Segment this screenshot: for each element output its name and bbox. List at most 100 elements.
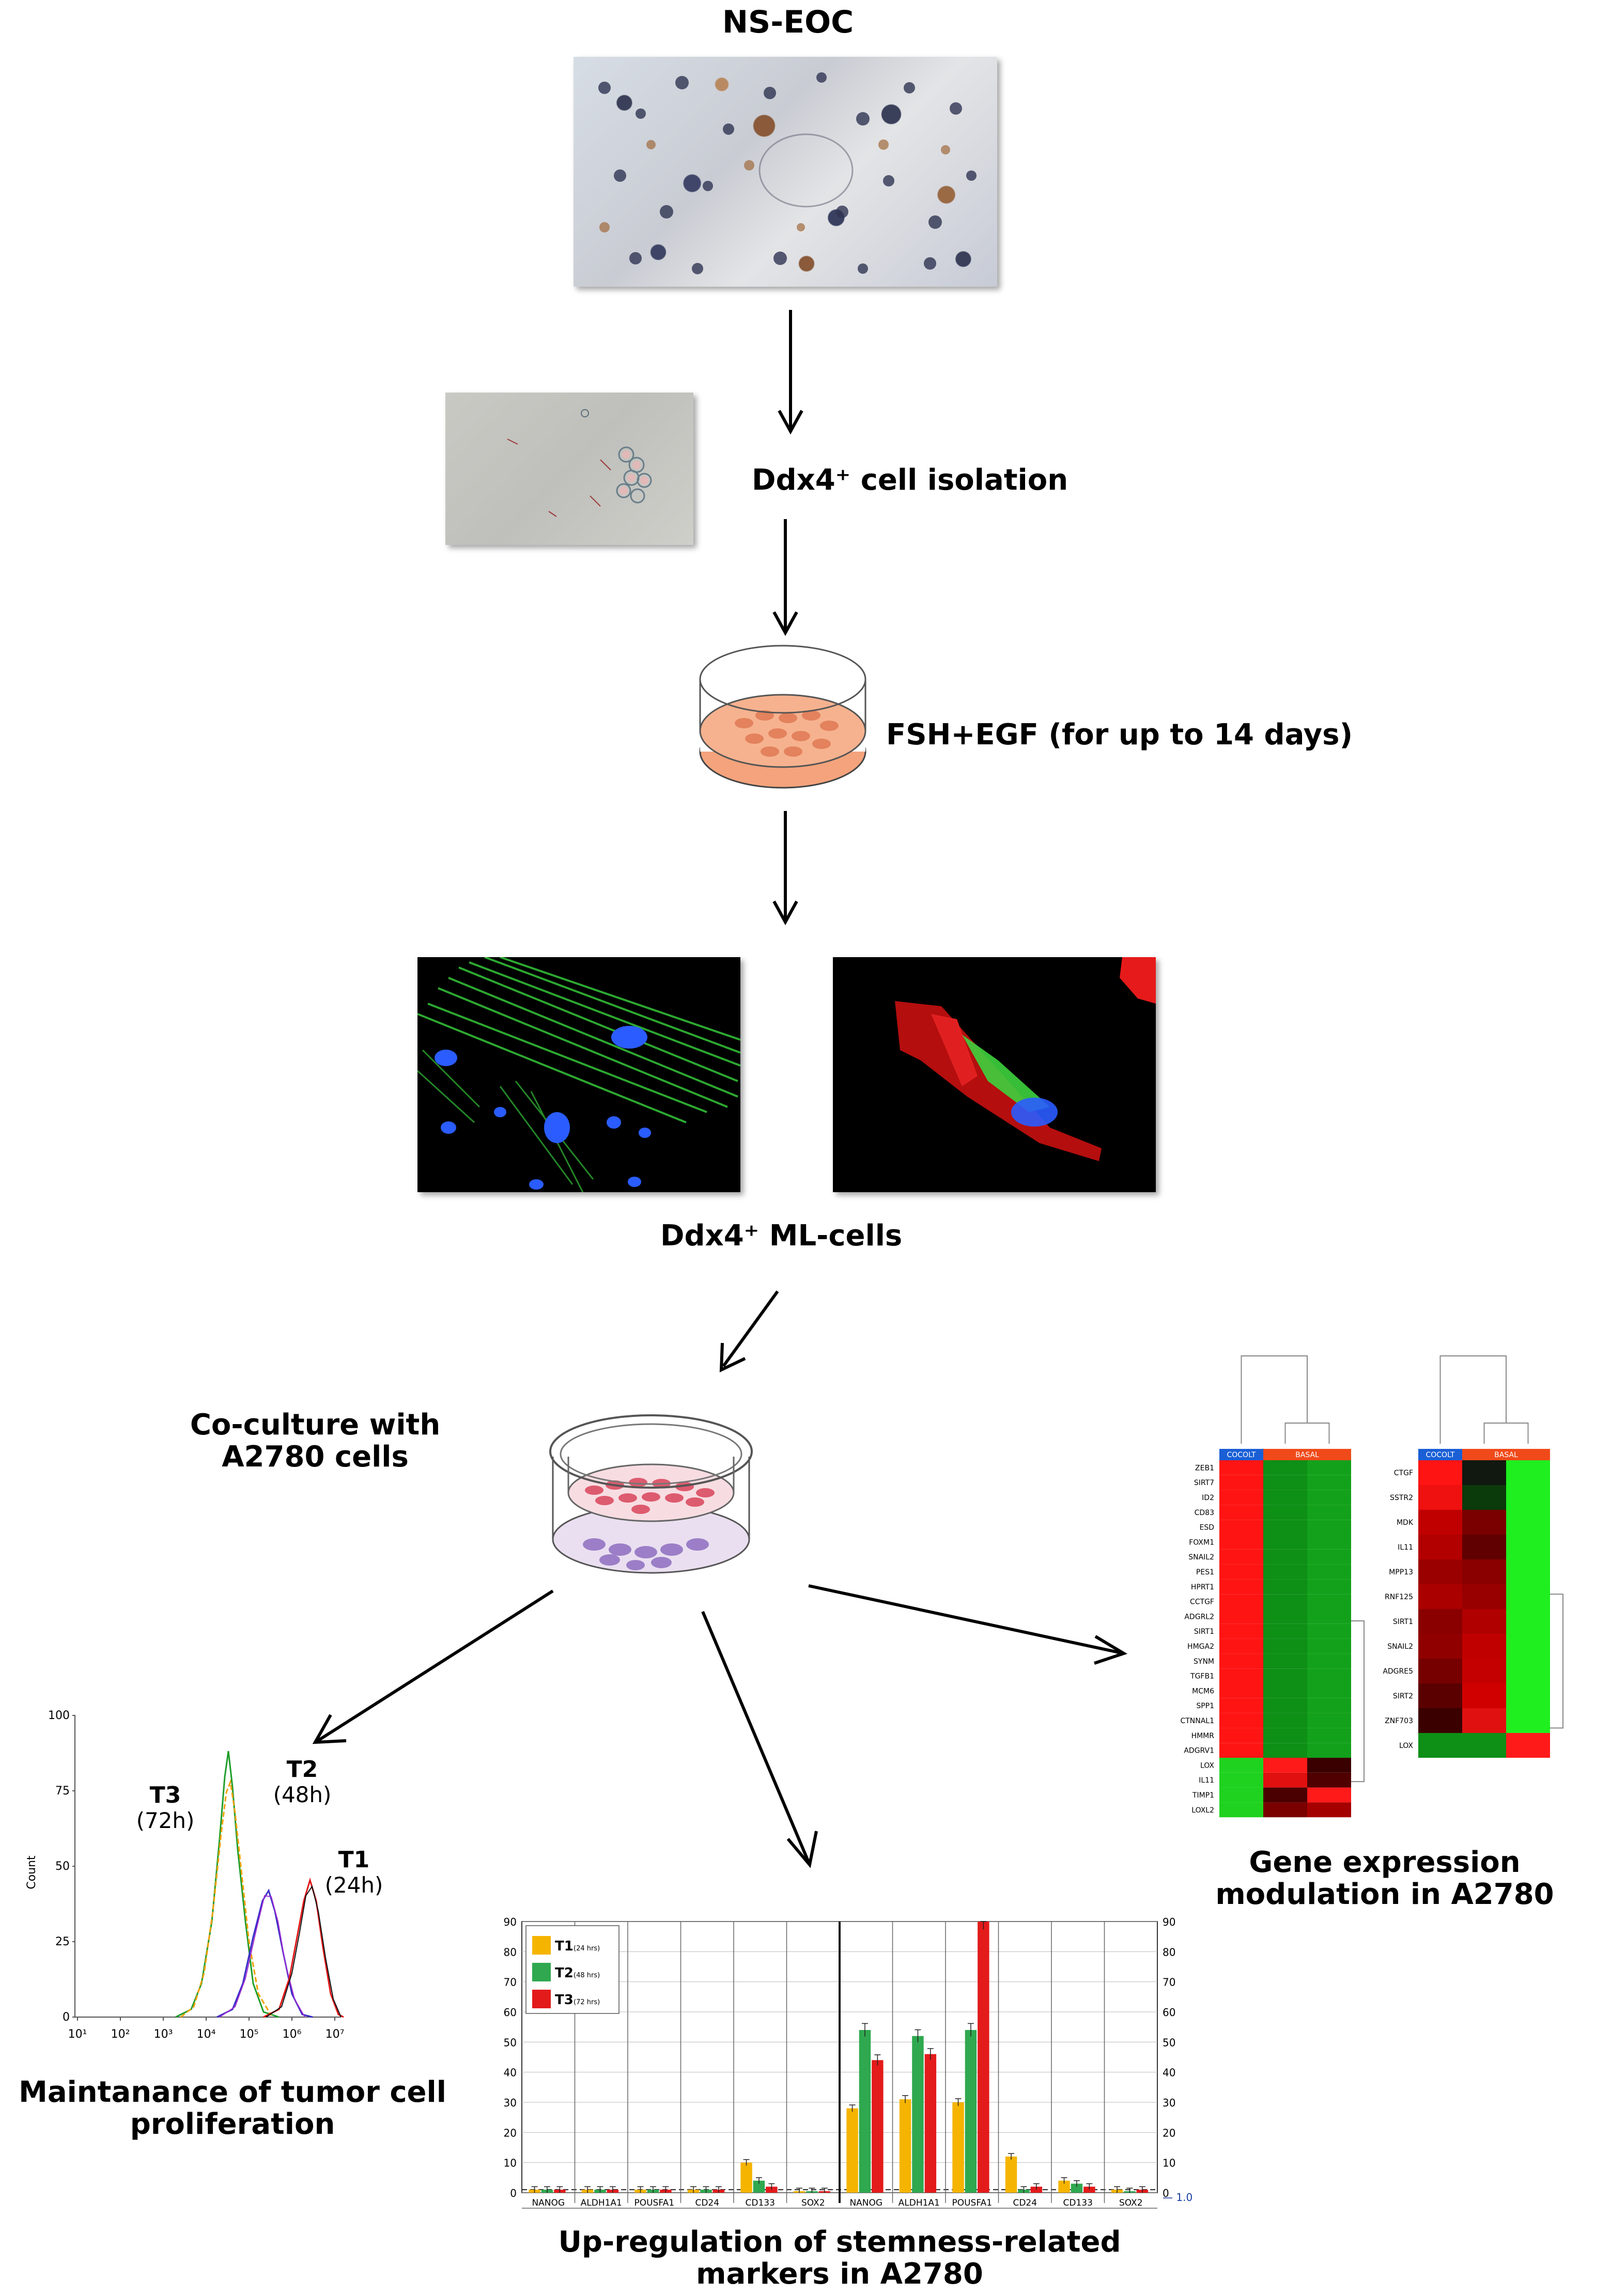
heatmap-cell <box>1263 1623 1307 1639</box>
heatmap-cell <box>1263 1668 1307 1683</box>
chart-legend: T1(24 hrs)T2(48 hrs)T3(72 hrs) <box>525 1925 619 2014</box>
histogram-ytick: 25 <box>55 1935 70 1948</box>
heatmap-cell <box>1418 1733 1462 1758</box>
bar <box>1071 2183 1083 2193</box>
heatmap-cell <box>1307 1758 1351 1773</box>
gene-label: FOXM1 <box>1189 1538 1214 1547</box>
header-cocult-label: COCOLT <box>1426 1451 1454 1459</box>
bar <box>859 2030 871 2193</box>
histogram-ytick: 75 <box>55 1785 70 1798</box>
heatmap-cell <box>1263 1579 1307 1595</box>
heatmap-cell <box>1418 1584 1462 1609</box>
category-label: NANOG <box>532 2198 565 2208</box>
legend-sublabel: (48 hrs) <box>574 1972 600 1979</box>
isolation-label: Ddx4⁺ cell isolation <box>752 463 1068 497</box>
proliferation-label: Maintanance of tumor cell proliferation <box>0 2076 465 2141</box>
heatmap-cell <box>1263 1609 1307 1624</box>
gene-label: CCTGF <box>1190 1598 1214 1606</box>
heatmap-cell <box>1418 1535 1462 1559</box>
heatmap-cell <box>1263 1802 1307 1818</box>
heatmap-cell <box>1506 1683 1550 1708</box>
heatmap-cell <box>1219 1594 1263 1609</box>
category-label: CD24 <box>1013 2198 1037 2208</box>
heatmap-cell <box>1506 1535 1550 1559</box>
heatmap-cell <box>1219 1668 1263 1683</box>
header-cocult <box>1219 1449 1263 1460</box>
heatmap-cell <box>1307 1772 1351 1788</box>
gene-label: ID2 <box>1202 1494 1214 1502</box>
gene-label: SNAIL2 <box>1387 1643 1413 1651</box>
heatmap-cell <box>1418 1634 1462 1659</box>
heatmap-cell <box>1307 1683 1351 1698</box>
y-tick-label-right: 30 <box>1163 2097 1175 2109</box>
heatmap-cell <box>1462 1510 1506 1535</box>
dendrogram-side <box>1351 1620 1365 1783</box>
gene-label: TIMP1 <box>1192 1791 1214 1800</box>
heatmap-cell <box>1219 1758 1263 1773</box>
bar <box>753 2180 765 2193</box>
histogram-ytick: 100 <box>48 1709 70 1722</box>
heatmap-cell <box>1506 1559 1550 1584</box>
heatmap-cell <box>1462 1659 1506 1683</box>
heatmap-cell <box>1219 1535 1263 1550</box>
heatmap-cell <box>1418 1485 1462 1510</box>
heatmap-cell <box>1307 1549 1351 1565</box>
histogram-t3-label: T3 <box>149 1782 181 1808</box>
cell-cluster <box>507 409 652 517</box>
heatmap-cell <box>1219 1728 1263 1743</box>
gene-label: ADGRE5 <box>1383 1667 1413 1676</box>
bar <box>1058 2180 1070 2193</box>
gene-label: HPRT1 <box>1191 1583 1214 1591</box>
heatmap-cell <box>1307 1802 1351 1818</box>
heatmap-cell <box>1307 1475 1351 1490</box>
y-tick-label-right: 20 <box>1163 2127 1175 2139</box>
category-label: CD133 <box>746 2198 775 2208</box>
category-label: POUSFA1 <box>634 2198 674 2208</box>
heatmap-cell <box>1506 1733 1550 1758</box>
heatmap-cell <box>1506 1510 1550 1535</box>
heatmap-cell <box>1307 1623 1351 1639</box>
heatmap-cell <box>1462 1634 1506 1659</box>
heatmap-cell <box>1418 1559 1462 1584</box>
heatmap-cell <box>1263 1743 1307 1758</box>
heatmap-cell <box>1219 1787 1263 1803</box>
heatmap-cell <box>1263 1460 1307 1475</box>
histogram-t3-time: (72h) <box>136 1808 195 1833</box>
header-basal-label: BASAL <box>1295 1451 1319 1459</box>
bar <box>952 2102 964 2193</box>
y-tick-label: 30 <box>504 2097 517 2109</box>
gene-label: RNF125 <box>1385 1593 1413 1601</box>
legend-label: T1 <box>555 1939 574 1954</box>
heatmap-cell <box>1307 1460 1351 1475</box>
histogram-xtick: 10³ <box>154 2028 173 2041</box>
gene-label: MCM6 <box>1192 1687 1214 1695</box>
coculture-label-line1: Co-culture with <box>190 1408 441 1442</box>
gene-label: TGFB1 <box>1190 1673 1214 1681</box>
y-tick-label: 40 <box>504 2067 517 2079</box>
legend-swatch <box>532 1990 551 2008</box>
gene-label: LOX <box>1399 1742 1413 1750</box>
heatmap-cell <box>1506 1485 1550 1510</box>
histogram-curve-t1-alt <box>266 1885 342 2018</box>
heatmap-cell <box>1263 1475 1307 1490</box>
bar <box>766 2186 778 2193</box>
category-label: ALDH1A1 <box>581 2198 622 2208</box>
heatmap-cell <box>1462 1708 1506 1733</box>
heatmap-cell <box>1506 1609 1550 1634</box>
y-tick-label: 90 <box>504 1916 517 1928</box>
y-tick-label-right: 40 <box>1163 2067 1175 2079</box>
heatmap-cell <box>1263 1787 1307 1803</box>
histogram-t1-label: T1 <box>338 1847 370 1873</box>
heatmap-cell <box>1462 1535 1506 1559</box>
gene-label: CTNNAL1 <box>1180 1717 1214 1725</box>
petri-dish-icon <box>699 645 866 789</box>
heatmap-cell <box>1219 1505 1263 1520</box>
tissue-texture <box>598 72 977 274</box>
heatmap-cell <box>1219 1564 1263 1580</box>
heatmap-cell <box>1219 1623 1263 1639</box>
arrow-down-1 <box>778 310 803 435</box>
y-tick-label: 60 <box>504 2006 517 2019</box>
bar <box>1030 2186 1043 2193</box>
heatmap-cell <box>1307 1609 1351 1624</box>
heatmap-cell <box>1219 1609 1263 1624</box>
